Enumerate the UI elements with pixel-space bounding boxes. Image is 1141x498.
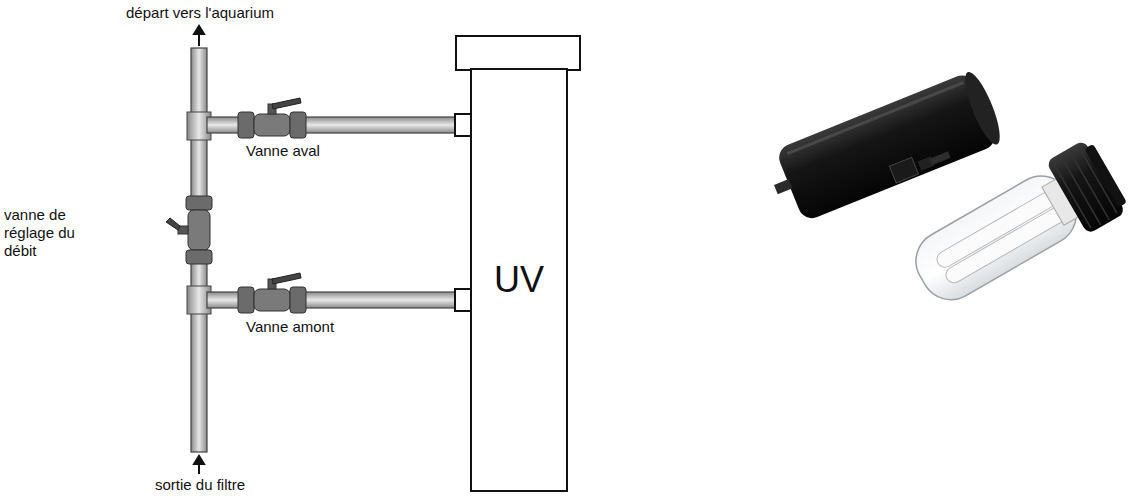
inlet-label: sortie du filtre bbox=[125, 476, 275, 494]
box-label: UV bbox=[494, 259, 544, 301]
uv-port bbox=[455, 114, 471, 136]
ball-valve bbox=[238, 98, 306, 138]
valve-label: Vanne aval bbox=[246, 142, 320, 160]
uv-port bbox=[455, 289, 471, 311]
valve-label: vanne de réglage du débit bbox=[4, 206, 84, 260]
valve-label: Vanne amont bbox=[246, 318, 334, 336]
uv-cap bbox=[456, 36, 580, 70]
uv-lamp-photo bbox=[902, 137, 1131, 318]
outlet-label: départ vers l'aquarium bbox=[125, 4, 275, 22]
ball-valve bbox=[238, 273, 306, 313]
uv-sterilizer-photo bbox=[762, 68, 1006, 227]
uv-chamber: UV bbox=[470, 68, 568, 492]
flow-valve bbox=[166, 196, 212, 264]
